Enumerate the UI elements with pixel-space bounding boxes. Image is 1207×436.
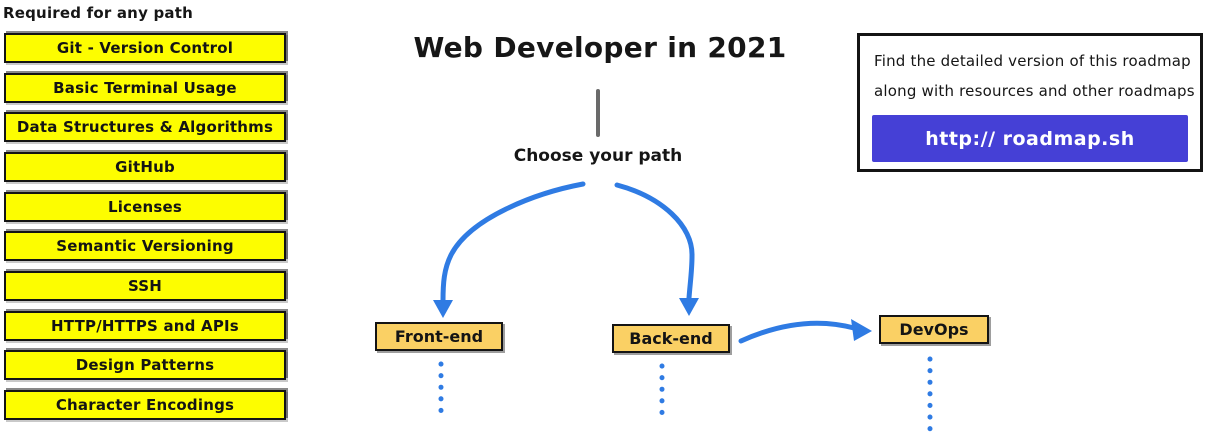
required-topic-design-patterns[interactable]: Design Patterns — [4, 350, 286, 380]
required-path-heading: Required for any path — [3, 4, 193, 22]
title-connector-line — [596, 89, 600, 137]
path-node-frontend[interactable]: Front-end — [375, 322, 503, 351]
required-topic-git[interactable]: Git - Version Control — [4, 33, 286, 63]
info-box: Find the detailed version of this roadma… — [857, 33, 1203, 172]
required-topic-semver[interactable]: Semantic Versioning — [4, 231, 286, 261]
required-topic-licenses[interactable]: Licenses — [4, 192, 286, 222]
info-box-line1: Find the detailed version of this roadma… — [874, 52, 1191, 70]
required-topic-dsa[interactable]: Data Structures & Algorithms — [4, 112, 286, 142]
roadmap-url-button[interactable]: http:// roadmap.sh — [872, 115, 1188, 162]
path-node-backend[interactable]: Back-end — [612, 324, 730, 353]
required-topic-ssh[interactable]: SSH — [4, 271, 286, 301]
arrow-choose-to-backend — [614, 182, 695, 301]
choose-path-label: Choose your path — [513, 146, 683, 166]
arrowhead-frontend-icon — [433, 300, 453, 318]
path-node-devops[interactable]: DevOps — [879, 315, 989, 344]
arrow-backend-to-devops — [738, 320, 857, 344]
arrowhead-devops-icon — [851, 319, 872, 341]
arrow-choose-to-frontend — [440, 181, 586, 304]
required-topic-http-apis[interactable]: HTTP/HTTPS and APIs — [4, 311, 286, 341]
arrowhead-backend-icon — [679, 298, 699, 316]
required-topic-github[interactable]: GitHub — [4, 152, 286, 182]
info-box-line2: along with resources and other roadmaps — [874, 82, 1195, 100]
required-topic-encodings[interactable]: Character Encodings — [4, 390, 286, 420]
page-title: Web Developer in 2021 — [413, 31, 787, 64]
required-topic-terminal[interactable]: Basic Terminal Usage — [4, 73, 286, 103]
